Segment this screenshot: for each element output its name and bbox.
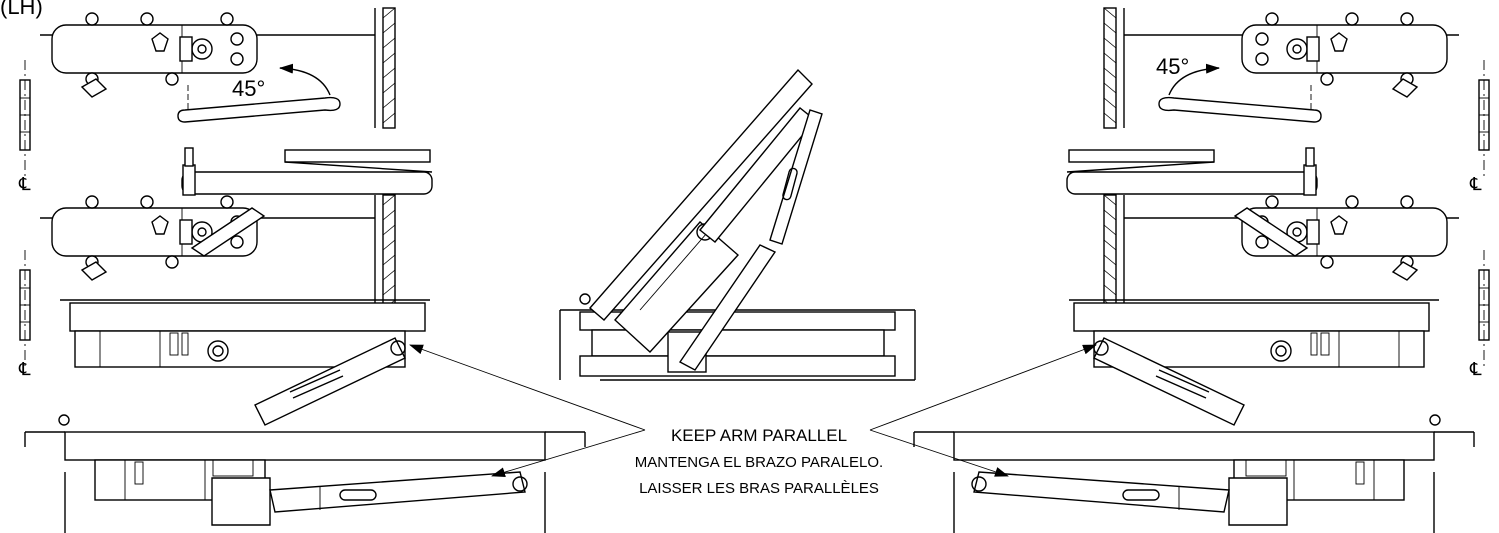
centerline-symbol-right-1: ℄: [1469, 174, 1482, 194]
callout-spanish: MANTENGA EL BRAZO PARALELO.: [635, 454, 883, 471]
callout-french: LAISSER LES BRAS PARALLÈLES: [639, 480, 879, 497]
left-angle-label: 45°: [232, 76, 265, 101]
left-frame-mid: [374, 194, 396, 316]
handing-label: (LH): [0, 0, 43, 19]
left-closer-top: [51, 12, 258, 98]
leader-arrows: [409, 344, 1097, 478]
left-plan-arm: [211, 471, 528, 526]
left-rotation-arrow: [279, 63, 331, 96]
centerline-symbol-left-2: ℄: [18, 359, 31, 379]
right-angle-label: 45°: [1156, 54, 1189, 79]
right-side: [913, 7, 1490, 533]
center-view: [559, 68, 916, 381]
left-wrench: [177, 96, 341, 123]
left-frame-top: [374, 7, 396, 129]
centerline-symbol-left-1: ℄: [18, 174, 31, 194]
callout-english: KEEP ARM PARALLEL: [671, 426, 847, 445]
centerline-symbol-right-2: ℄: [1469, 359, 1482, 379]
left-arm: [181, 147, 433, 196]
left-hinges: [19, 59, 31, 371]
left-elevation-arm: [254, 337, 406, 426]
left-closer-mid: [51, 195, 266, 281]
